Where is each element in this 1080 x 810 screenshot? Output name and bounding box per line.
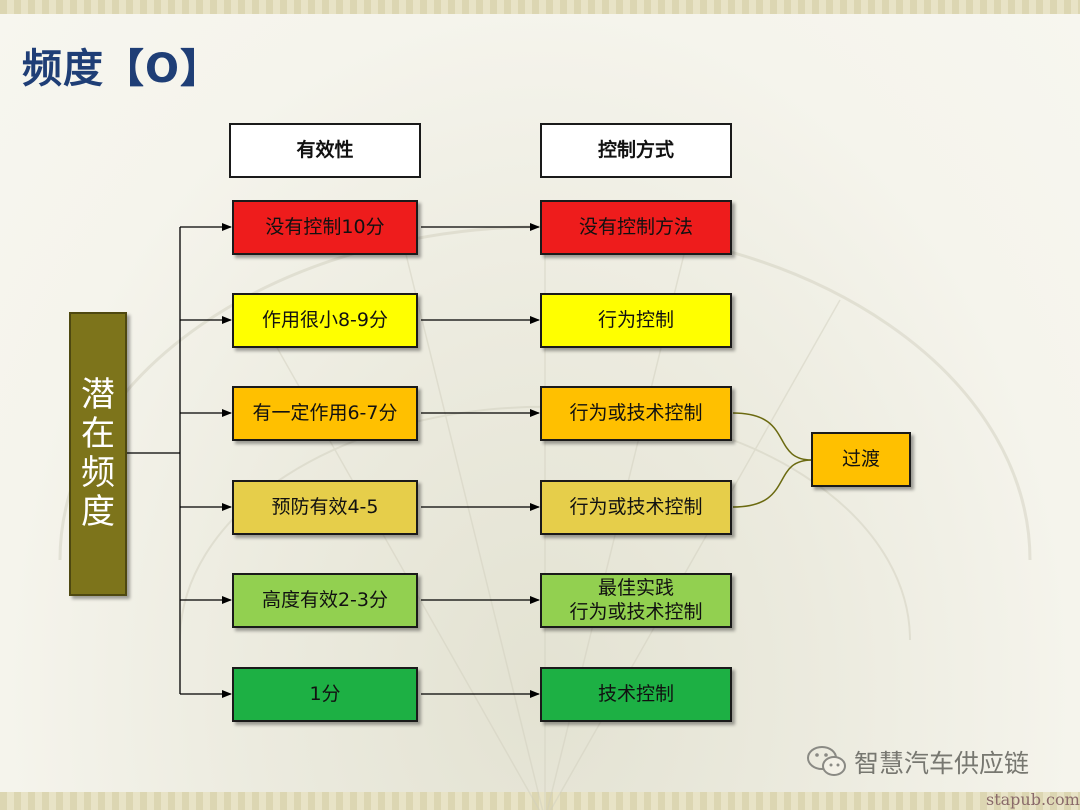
vertical-char: 频 [81, 453, 115, 493]
header-effectiveness: 有效性 [229, 123, 421, 178]
control-method-box: 技术控制 [540, 667, 732, 722]
merge-curve-upper [732, 412, 813, 461]
page-title: 频度【O】 [22, 46, 222, 92]
potential-frequency-label: 潜 在 频 度 [69, 312, 127, 596]
watermark-text: 智慧汽车供应链 [854, 749, 1030, 778]
effectiveness-box: 高度有效2-3分 [232, 573, 418, 628]
merge-curve-lower [732, 459, 813, 508]
top-decorative-stripe [0, 0, 1080, 14]
wechat-icon [807, 746, 846, 776]
control-method-box: 行为或技术控制 [540, 480, 732, 535]
effectiveness-box: 有一定作用6-7分 [232, 386, 418, 441]
vertical-char: 度 [81, 492, 115, 533]
transition-box: 过渡 [811, 432, 911, 487]
watermark: 智慧汽车供应链 [806, 744, 1029, 780]
effectiveness-box: 作用很小8-9分 [232, 293, 418, 348]
control-method-box: 行为控制 [540, 293, 732, 348]
effectiveness-box: 没有控制10分 [232, 200, 418, 255]
header-control-method: 控制方式 [540, 123, 732, 178]
control-method-box: 最佳实践 行为或技术控制 [540, 573, 732, 628]
effectiveness-box: 1分 [232, 667, 418, 722]
effectiveness-box: 预防有效4-5 [232, 480, 418, 535]
control-method-box: 行为或技术控制 [540, 386, 732, 441]
vertical-char: 潜 [81, 374, 115, 415]
vertical-char: 在 [81, 413, 115, 454]
control-method-box: 没有控制方法 [540, 200, 732, 255]
site-url: stapub.com [986, 790, 1080, 809]
